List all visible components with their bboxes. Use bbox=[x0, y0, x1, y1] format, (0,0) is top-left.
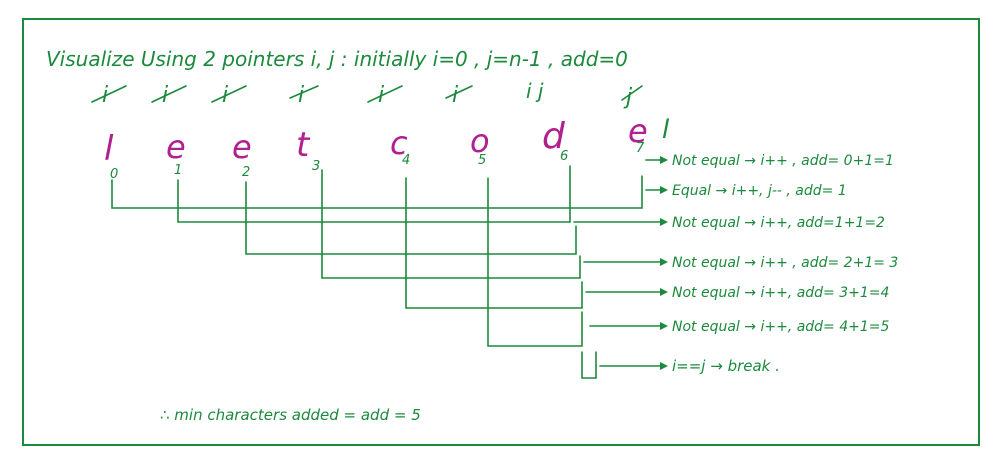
strike-mark bbox=[289, 85, 319, 99]
strike-mark bbox=[445, 85, 473, 99]
index-4: 4 bbox=[402, 153, 410, 168]
strike-mark bbox=[367, 85, 403, 103]
index-2: 2 bbox=[242, 165, 250, 180]
letter-1: e bbox=[166, 128, 186, 166]
bracket-step-5 bbox=[405, 177, 583, 309]
bracket-step-2 bbox=[177, 165, 571, 223]
bracket-step-7 bbox=[581, 351, 597, 379]
strike-mark bbox=[151, 85, 187, 103]
index-7: 7 bbox=[636, 141, 645, 156]
arrowhead bbox=[660, 258, 668, 266]
conclusion-text: ∴ min characters added = add = 5 bbox=[160, 406, 421, 424]
strike-mark bbox=[621, 85, 643, 101]
arrowhead bbox=[660, 218, 668, 226]
arrowhead bbox=[660, 186, 668, 194]
step-text-7: i==j → break . bbox=[672, 357, 780, 375]
arrowhead bbox=[660, 362, 668, 370]
step-text-3: Not equal → i++, add=1+1=2 bbox=[672, 215, 885, 231]
bracket-step-6 bbox=[487, 177, 583, 347]
index-5: 5 bbox=[478, 153, 486, 168]
step-text-5: Not equal → i++, add= 3+1=4 bbox=[672, 285, 889, 301]
pointer-mark-1: i bbox=[162, 83, 168, 108]
pointer-mark-3: i bbox=[298, 83, 304, 108]
pointer-mark-4: i bbox=[378, 83, 384, 108]
diagram-border bbox=[22, 18, 980, 446]
pointer-mark-0: i bbox=[102, 83, 108, 108]
step-text-2: Equal → i++, j-- , add= 1 bbox=[672, 183, 847, 199]
letter-7: e bbox=[628, 112, 648, 150]
pointer-mark-2: i bbox=[222, 83, 228, 108]
letter-2: e bbox=[232, 128, 252, 166]
strike-mark bbox=[91, 85, 127, 103]
pointer-mark-5: i bbox=[452, 83, 458, 108]
heading-text: Visualize Using 2 pointers i, j : initia… bbox=[46, 47, 628, 71]
step-text-6: Not equal → i++, add= 4+1=5 bbox=[672, 319, 890, 335]
letter-3: t bbox=[296, 125, 311, 165]
pointer-mark-6: i j bbox=[526, 79, 544, 103]
index-0: 0 bbox=[110, 167, 118, 182]
letter-0: l bbox=[104, 129, 114, 169]
letter-5: o bbox=[470, 122, 490, 160]
step-text-1: Not equal → i++ , add= 0+1=1 bbox=[672, 153, 894, 169]
strike-mark bbox=[211, 85, 247, 103]
index-1: 1 bbox=[174, 163, 182, 178]
index-3: 3 bbox=[312, 159, 320, 174]
arrowhead bbox=[660, 322, 668, 330]
step-text-4: Not equal → i++ , add= 2+1= 3 bbox=[672, 255, 898, 271]
bracket-step-1 bbox=[111, 175, 643, 209]
index-6: 6 bbox=[560, 149, 568, 164]
pointer-mark-7: j bbox=[623, 85, 633, 110]
arrowhead bbox=[660, 156, 668, 164]
arrowhead bbox=[660, 288, 668, 296]
extra-letter: l bbox=[662, 115, 670, 145]
bracket-step-4 bbox=[321, 169, 581, 279]
letter-4: c bbox=[390, 124, 408, 162]
letter-6: d bbox=[542, 116, 566, 157]
bracket-step-3 bbox=[245, 181, 577, 255]
